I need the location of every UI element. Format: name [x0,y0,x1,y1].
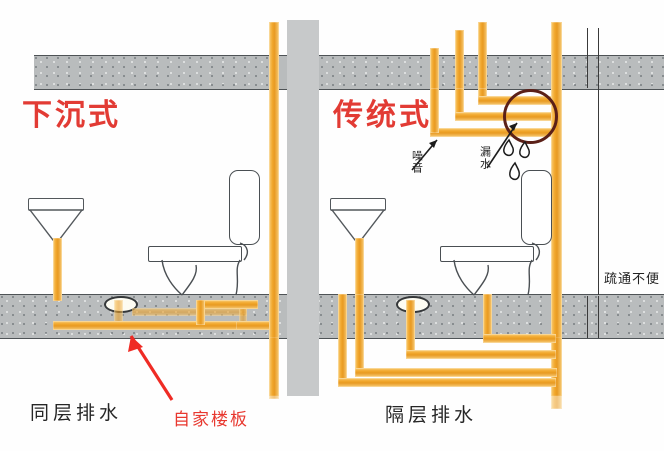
ceiling-run-drain-right [406,350,556,359]
ceiling-run-basin-right [355,368,557,377]
upper-branch-elbow-a [430,88,439,133]
partition-line-left [598,28,599,295]
caption-same-floor-drainage: 同层排水 [30,402,123,424]
partition-line-lower [587,296,588,338]
pipe-shaft-wall [287,56,319,396]
toilet-right [440,170,552,296]
title-traditional: 传统式 [333,98,432,133]
same-floor-collector-left [53,321,245,330]
upper-branch-elbow-b [455,88,464,116]
toilet-branch-left [196,300,258,309]
ceiling-run-toilet-right [483,334,556,343]
ceiling-run-left-lower [338,378,556,387]
same-floor-branch-left [132,308,247,316]
through-slab-pipe-left-lower [338,294,347,386]
vertical-stack-pipe-center [269,22,279,396]
floor-drain-pipe-left [114,300,123,326]
caption-separated-floor-drainage: 隔层排水 [385,404,478,426]
vertical-stack-pipe-center-lower [269,337,279,399]
upper-branch-elbow-c [478,88,487,101]
upper-branch-drop-b [455,30,464,90]
annotation-leak: 漏水 [478,146,492,170]
caption-own-slab: 自家楼板 [173,410,249,430]
toilet-seat-left [148,246,242,262]
through-slab-pipe-drain-right [406,300,415,358]
collector-to-riser-left [236,321,278,330]
partition-line-right [587,28,588,88]
toilet-seat-right [440,246,534,262]
leak-point-circle [503,89,558,144]
basin-right [330,198,386,241]
toilet-left [148,170,260,296]
basin-drain-pipe-left [53,238,62,301]
upper-branch-drop-a [430,48,439,90]
ceiling-slab [34,55,664,90]
toilet-branch-drop-left [196,300,205,325]
toilet-tank-left [229,170,260,245]
floor-slab [0,294,664,339]
annotation-hard-to-dredge: 疏通不便 [604,272,661,287]
basin-left [28,198,84,241]
through-slab-pipe-toilet-right [483,294,492,340]
pipe-shaft-wall-top [287,20,319,56]
annotation-noise: 噪音 [410,150,424,174]
partition-line-mid [598,296,599,338]
upper-branch-drop-c [478,22,487,90]
same-floor-branch-riser-left [239,308,247,324]
title-sunken: 下沉式 [22,98,121,133]
vertical-stack-pipe-right [551,22,562,396]
toilet-tank-right [521,170,552,245]
through-slab-pipe-basin-right [355,294,364,376]
